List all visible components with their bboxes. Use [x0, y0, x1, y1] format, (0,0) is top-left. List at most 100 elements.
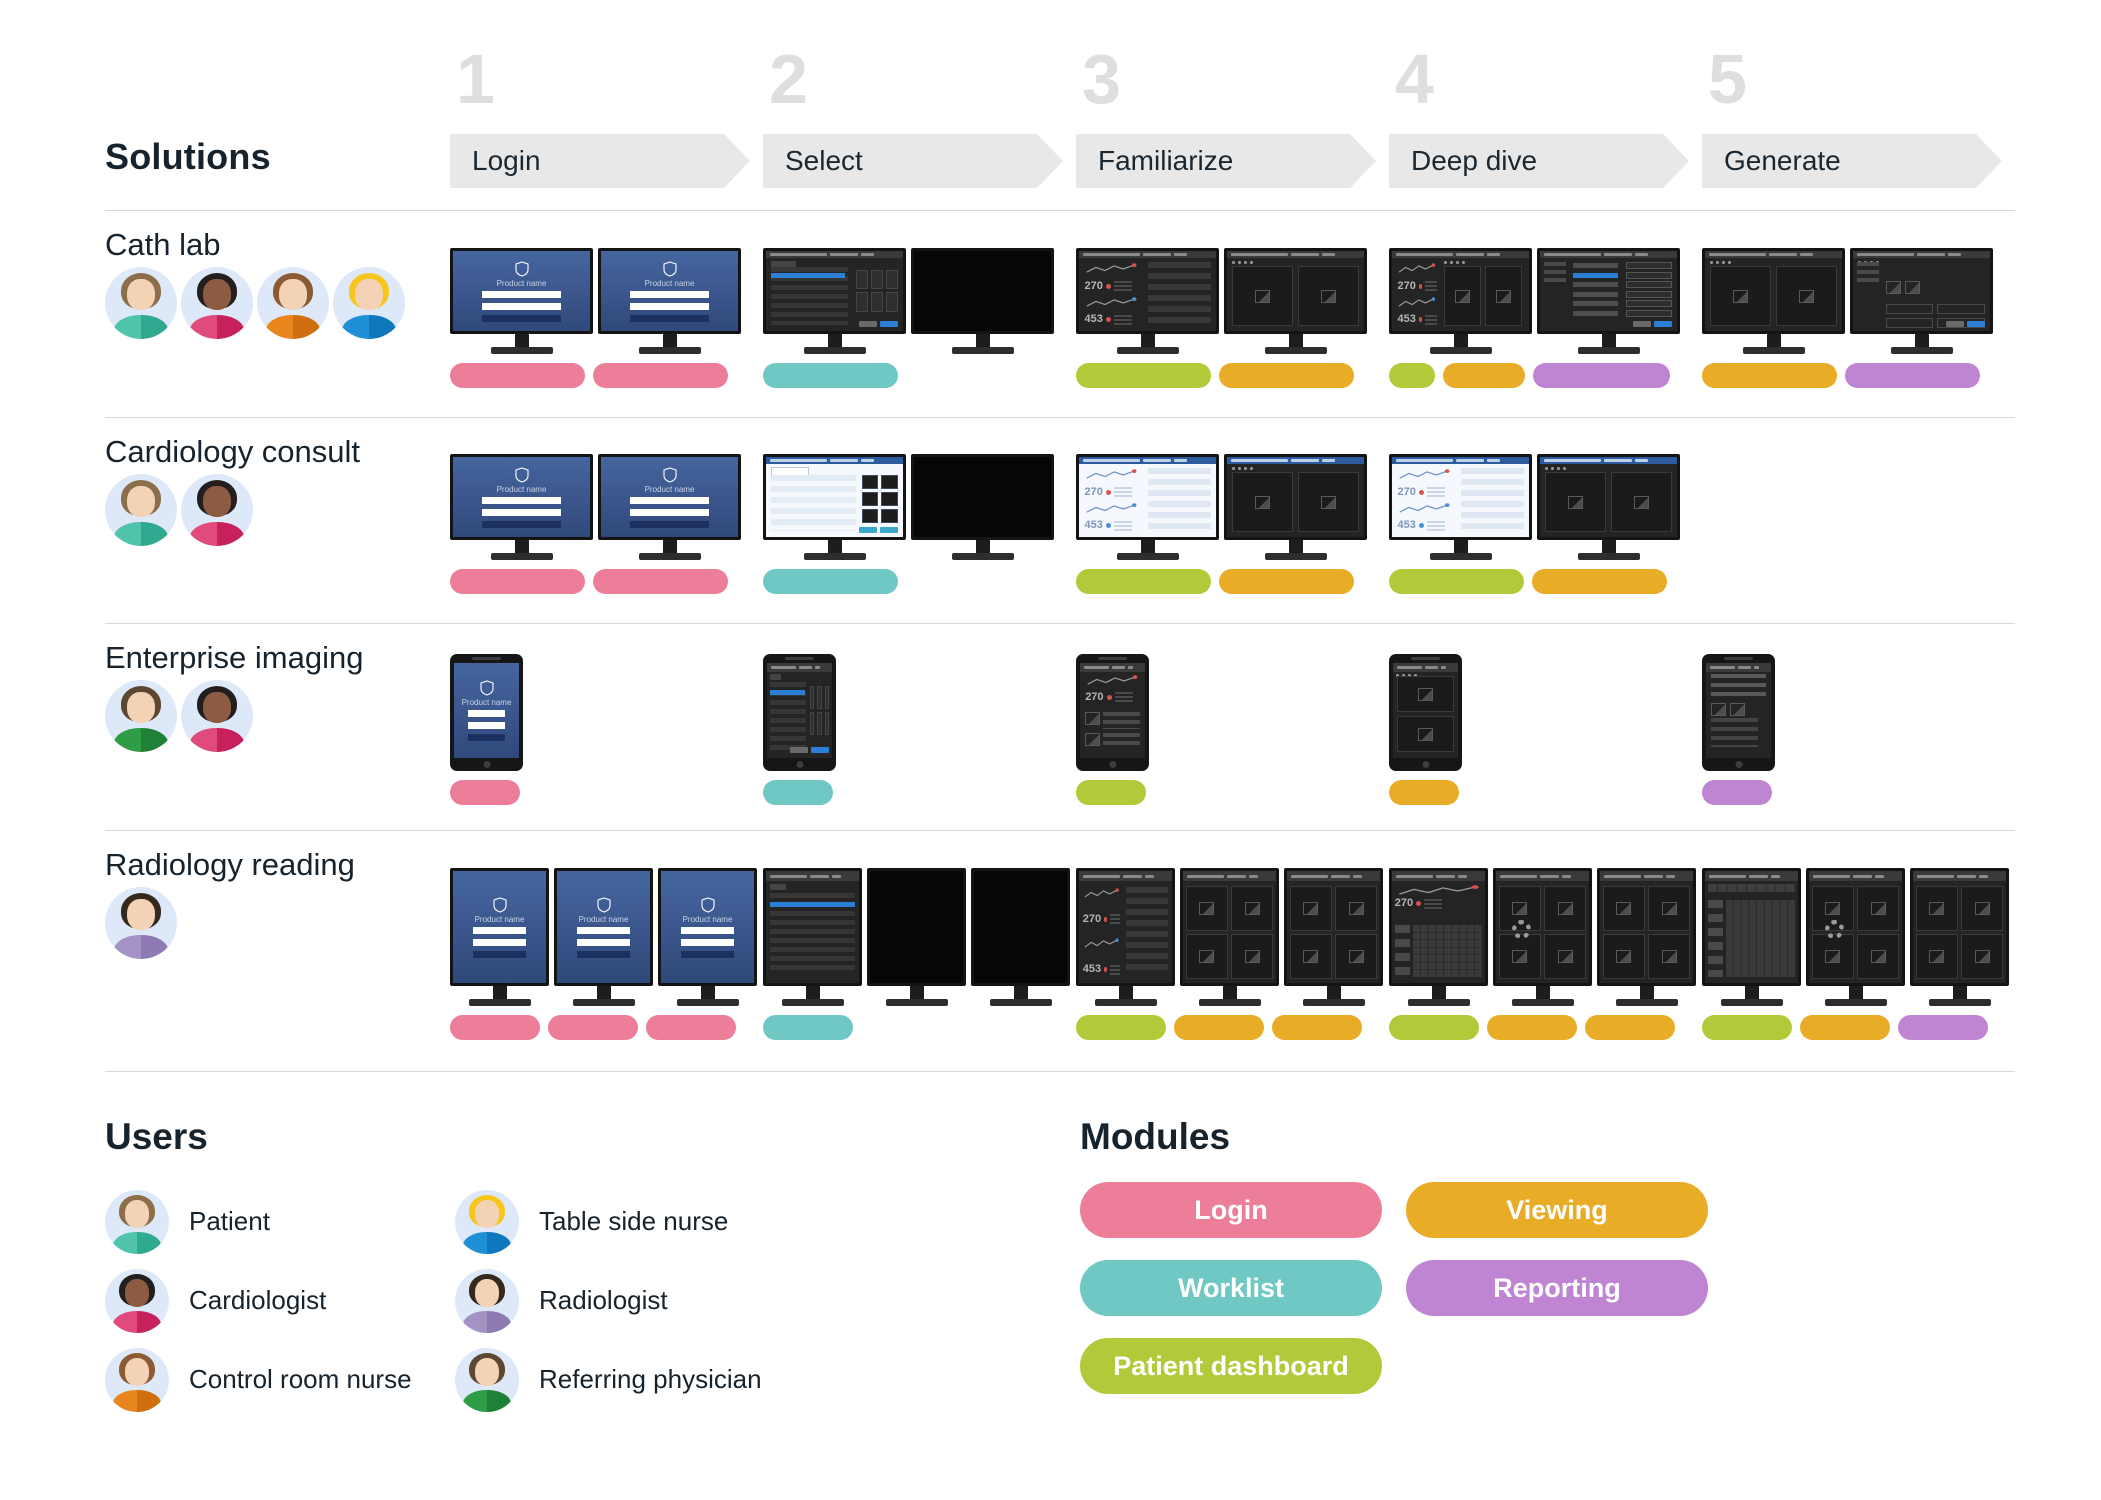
monitor-base [885, 999, 948, 1006]
image-placeholder-icon [1244, 949, 1260, 963]
user-legend-item-referring-physician: Referring physician [455, 1340, 762, 1419]
login-button [481, 520, 562, 528]
workflow-cell: Product name Product name [450, 454, 741, 594]
device-group: 270 [1389, 868, 1696, 1006]
step-label: Generate [1724, 145, 1841, 176]
module-pills [1702, 780, 1772, 805]
tablet-home-button [1109, 761, 1116, 768]
image-placeholder-icon [1512, 949, 1528, 963]
trend-chart-icon [1398, 885, 1479, 896]
step-arrow: Generate [1702, 134, 2002, 188]
screen-header-bar [1496, 871, 1589, 882]
module-pills [763, 780, 833, 805]
login-button [629, 520, 710, 528]
loading-spinner-icon [1824, 920, 1844, 940]
users-legend-grid: Patient Cardiologist Control room nurse … [105, 1182, 762, 1419]
monitor-stand [827, 334, 842, 347]
image-placeholder-icon [1455, 289, 1471, 303]
step-label: Select [785, 145, 863, 176]
solution-users [105, 887, 177, 959]
device-group [1702, 654, 1775, 771]
module-pill-patient-dashboard [1076, 780, 1146, 805]
monitor-stand [1326, 986, 1341, 999]
device-group [763, 454, 1054, 560]
password-field [629, 302, 710, 310]
users-heading: Users [105, 1116, 208, 1157]
selected-worklist-row [769, 902, 856, 908]
screen-header-bar [767, 663, 832, 672]
image-placeholder-icon [1320, 495, 1336, 509]
image-placeholder-icon [1496, 289, 1512, 303]
module-pill-viewing [1585, 1015, 1675, 1040]
image-placeholder-icon [1568, 495, 1584, 509]
metric-value: 453 [1082, 963, 1102, 976]
username-field [576, 926, 631, 934]
image-placeholder-icon [1303, 901, 1319, 915]
workflow-cell [1702, 248, 1993, 388]
metric-value: 453 [1397, 313, 1416, 326]
monitor-base [1116, 553, 1179, 560]
metric-block: 270 [1083, 913, 1120, 925]
tablet-device [1702, 654, 1775, 771]
step-column-select: 2 Select [763, 0, 1076, 210]
trend-chart-icon [1086, 503, 1137, 513]
monitor-stand [700, 986, 715, 999]
step-label: Familiarize [1098, 145, 1234, 176]
solution-row-cardiology-consult: Cardiology consult Product name Product … [105, 417, 2015, 624]
workflow-cell [763, 248, 1054, 388]
trend-chart-icon [1086, 297, 1137, 307]
user-legend-item-radiologist: Radiologist [455, 1261, 762, 1340]
tablet-camera [471, 657, 502, 660]
device-group [763, 248, 1054, 354]
module-pills [1076, 1015, 1362, 1040]
module-pills [450, 780, 520, 805]
tablet-home-button [483, 761, 490, 768]
monitor-stand [1601, 334, 1616, 347]
philips-shield-icon [662, 466, 677, 483]
module-pill-login [548, 1015, 638, 1040]
workflow-cell [1389, 654, 1462, 805]
step-number: 5 [1708, 40, 1747, 118]
step-label: Deep dive [1411, 145, 1538, 176]
metric-block: 453 [1397, 313, 1438, 326]
solution-row-enterprise-imaging: Enterprise imaging Product name 270 [105, 623, 2015, 831]
monitor-device: Product name [450, 454, 593, 560]
solution-users [105, 680, 253, 752]
user-legend-item-control-room-nurse: Control room nurse [105, 1340, 455, 1419]
workflow-cell [763, 454, 1054, 594]
module-legend-pill-worklist: Worklist [1080, 1260, 1382, 1316]
worklist-screen [766, 457, 903, 537]
module-pill-login [450, 780, 520, 805]
password-field [576, 938, 631, 946]
monitor-stand [1140, 334, 1155, 347]
tablet-camera [1723, 657, 1754, 660]
workflow-header: Solutions 1 Login 2 Select 3 Familiarize… [105, 0, 2015, 210]
trend-chart-icon [1399, 263, 1436, 273]
module-pills [1076, 569, 1354, 594]
monitor-base [1407, 999, 1470, 1006]
login-screen: Product name [453, 457, 590, 537]
selected-worklist-row [769, 689, 805, 695]
monitor-stand [1453, 334, 1468, 347]
username-field [481, 290, 562, 298]
viewing-grid-screen [1496, 871, 1589, 983]
module-pill-reporting [1845, 363, 1980, 388]
monitor-stand [1118, 986, 1133, 999]
module-pills [1702, 363, 1980, 388]
module-pill-login [593, 569, 728, 594]
monitor-stand [1848, 986, 1863, 999]
product-name-label: Product name [496, 484, 547, 494]
module-pills [1076, 780, 1146, 805]
module-pill-reporting [1533, 363, 1670, 388]
monitor-stand [1535, 986, 1550, 999]
blank-screen [870, 871, 963, 983]
trend-chart-icon [1084, 887, 1119, 898]
monitor-base [1264, 553, 1327, 560]
module-pills [450, 1015, 736, 1040]
viewing-grid-screen [1809, 871, 1902, 983]
avatar-patient [105, 474, 177, 546]
monitor-device [1910, 868, 2009, 1006]
